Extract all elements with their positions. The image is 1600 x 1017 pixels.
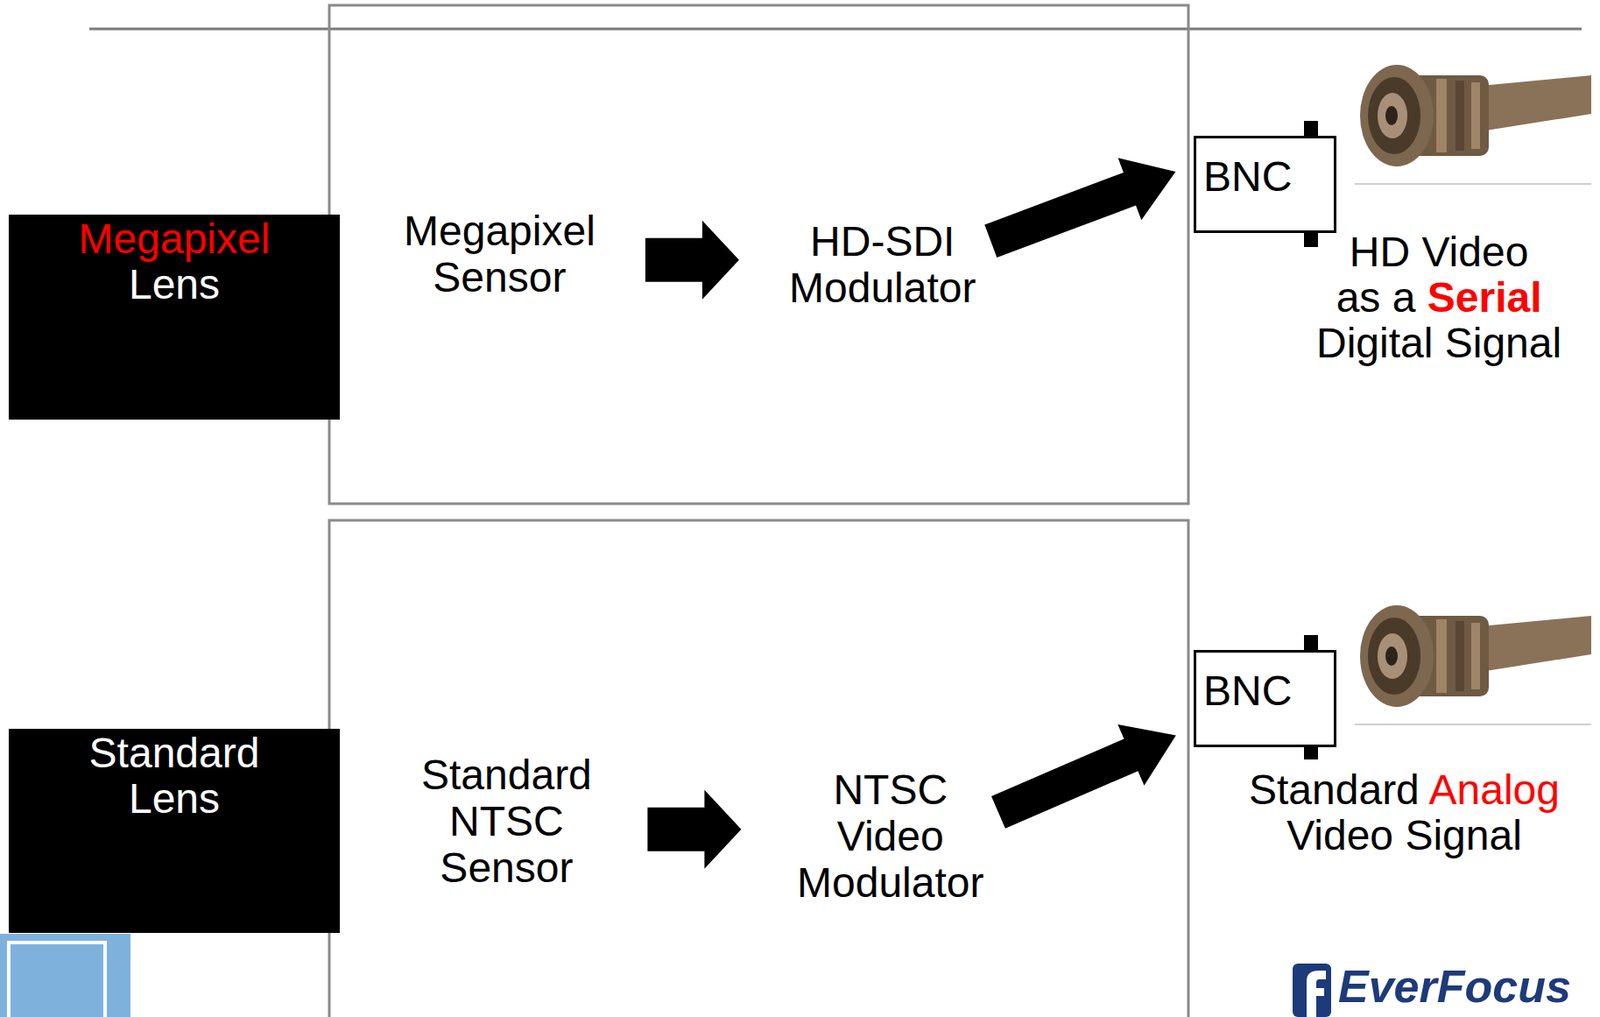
node-text: NTSCVideoModulator xyxy=(796,767,984,906)
node-text: StandardNTSCSensor xyxy=(421,752,593,891)
process-step: MegapixelSensor xyxy=(403,208,596,302)
connector-part xyxy=(1436,619,1447,693)
text-word: Video xyxy=(1421,228,1529,275)
text-word: BNC xyxy=(1203,153,1292,200)
connector-part xyxy=(1377,92,1408,139)
node-text: BNC xyxy=(1203,154,1334,201)
everfocus-mark xyxy=(1292,963,1332,1017)
camera-frame xyxy=(329,520,1189,1017)
bnc-pin xyxy=(1303,745,1319,760)
text-word: BNC xyxy=(1203,667,1292,714)
text-word: HD xyxy=(1349,228,1410,275)
camera-frame xyxy=(329,5,1189,504)
lens-box: MegapixelLens xyxy=(8,214,340,420)
text-word: Digital xyxy=(1316,319,1433,367)
node-text: MegapixelSensor xyxy=(403,208,596,302)
text-word: Modulator xyxy=(789,264,976,311)
text-word: Serial xyxy=(1427,274,1543,321)
block-arrow xyxy=(645,220,740,300)
text-word: Standard xyxy=(421,751,593,798)
node-text: StandardLens xyxy=(8,730,340,822)
process-step: StandardNTSCSensor xyxy=(421,752,593,891)
connector-part xyxy=(1480,75,1592,132)
connector-part xyxy=(1385,646,1398,666)
text-word: Standard xyxy=(89,729,261,776)
text-word: Lens xyxy=(128,260,220,308)
text-word: NTSC xyxy=(832,766,948,813)
connector-part xyxy=(1480,615,1592,672)
block-arrow xyxy=(991,724,1177,829)
text-word: Lens xyxy=(128,775,220,822)
connector-box: BNC xyxy=(1193,135,1337,233)
text-word: Video xyxy=(837,812,945,860)
arrow-shape xyxy=(645,220,740,300)
block-arrow xyxy=(647,789,741,869)
text-word: NTSC xyxy=(449,797,564,845)
connector-part xyxy=(1377,633,1408,679)
connector-part xyxy=(1360,605,1434,707)
logo-mark xyxy=(0,933,131,1017)
connector-part xyxy=(1367,617,1421,695)
brand-logo: EverFocus xyxy=(1338,961,1572,1011)
text-word: Analog xyxy=(1429,766,1560,813)
bnc-connector xyxy=(1354,64,1592,184)
bnc-pin xyxy=(1303,231,1319,247)
block-arrow xyxy=(984,157,1176,258)
connector-part xyxy=(1385,105,1398,126)
rule-line xyxy=(89,28,1582,31)
signal-label: HD Videoas a SerialDigital Signal xyxy=(1316,229,1562,366)
text-word: Standard xyxy=(1248,766,1420,813)
text-word: Signal xyxy=(1404,811,1522,859)
arrow-shape xyxy=(647,789,741,869)
bnc-connector xyxy=(1354,605,1592,725)
text-word: Modulator xyxy=(796,859,984,906)
text-word: EverFocus xyxy=(1338,960,1572,1012)
text-word: Megapixel xyxy=(403,207,596,254)
connector-box: BNC xyxy=(1193,649,1337,748)
process-step: HD-SDIModulator xyxy=(789,218,976,312)
text-word: HD-SDI xyxy=(810,218,955,265)
connector-part xyxy=(1360,64,1434,167)
node-text: MegapixelLens xyxy=(8,216,340,308)
connector-part xyxy=(1455,620,1465,691)
text-word: a xyxy=(1392,274,1417,321)
lens-box: StandardLens xyxy=(8,728,340,933)
text-word: Signal xyxy=(1444,319,1562,367)
connector-part xyxy=(1367,77,1421,155)
text-word: Video xyxy=(1286,811,1394,859)
text-word: Sensor xyxy=(432,253,566,301)
node-text: BNC xyxy=(1203,668,1334,715)
text-word: as xyxy=(1336,274,1382,321)
arrow-shape xyxy=(991,724,1177,829)
arrow-shape xyxy=(984,157,1176,258)
node-text: HD-SDIModulator xyxy=(789,218,976,312)
process-step: NTSCVideoModulator xyxy=(796,767,984,906)
connector-part xyxy=(1471,82,1481,149)
text-word: Megapixel xyxy=(78,215,271,262)
connector-part xyxy=(1471,622,1481,690)
connector-part xyxy=(1354,183,1592,185)
text-word: Sensor xyxy=(439,844,573,891)
connector-part xyxy=(1436,78,1447,153)
connector-part xyxy=(1455,80,1465,151)
connector-part xyxy=(1354,723,1592,726)
signal-label: Standard AnalogVideo Signal xyxy=(1248,767,1560,859)
